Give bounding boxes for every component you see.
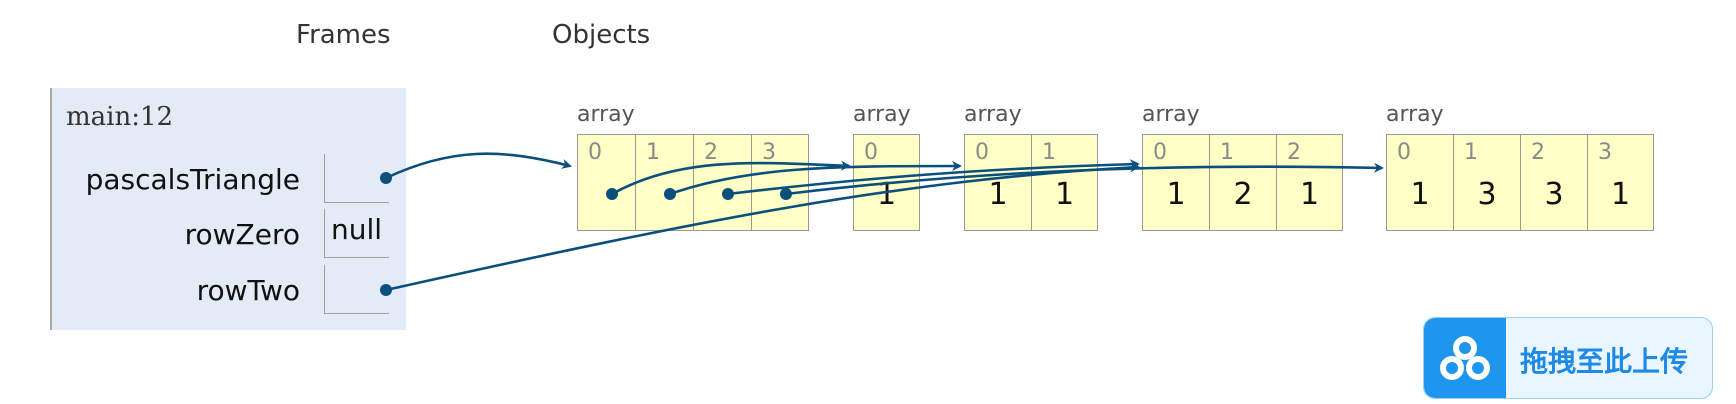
cell-index: 1 [1042,140,1056,165]
var-name-pascalsTriangle: pascalsTriangle [85,163,300,196]
cell-value: 1 [1054,177,1075,212]
array-cell: 2 [693,134,751,230]
var-slot-rowTwo [324,265,389,314]
cell-index: 2 [1287,140,1301,165]
array-outer: 0 1 2 3 [577,134,809,231]
pointer-dot [664,188,676,200]
pointer-row3 [785,162,1384,196]
pointer-dot [380,284,392,296]
array-label: array [1142,102,1200,127]
var-slot-pascalsTriangle [324,154,389,203]
var-slot-rowZero: null [324,209,389,258]
pointer-row1 [669,161,962,196]
array-label: array [1386,102,1444,127]
var-value-null: null [331,213,383,246]
pointer-dot [606,188,618,200]
cell-index: 2 [1531,140,1545,165]
cell-value: 3 [1477,177,1497,212]
pointer-dot [380,172,392,184]
array-cell: 0 [577,134,635,230]
cell-index: 1 [646,140,660,165]
cloud-share-icon [1424,318,1506,398]
var-name-rowTwo: rowTwo [196,274,300,307]
cell-index: 0 [1397,140,1411,165]
cell-index: 0 [975,140,989,165]
stack-frame-main: main:12 pascalsTriangle rowZero null row… [50,88,406,330]
cell-value: 1 [876,177,897,212]
pointer-pascalsTriangle [385,152,572,180]
upload-label: 拖拽至此上传 [1520,345,1689,378]
cell-index: 0 [1153,140,1167,165]
cell-index: 0 [588,140,602,165]
cell-index: 1 [1464,140,1478,165]
cell-value: 1 [1410,177,1430,212]
cell-value: 1 [1610,177,1631,212]
cell-value: 1 [1299,177,1320,212]
cell-index: 3 [762,140,776,165]
pointer-dot [722,188,734,200]
frames-header: Frames [296,20,391,50]
cell-index: 3 [1598,140,1612,165]
cell-index: 1 [1220,140,1234,165]
array-cell: 1 [635,134,693,230]
cell-value: 1 [988,177,1008,212]
objects-header: Objects [552,20,651,50]
var-name-rowZero: rowZero [184,218,300,251]
pointer-row2 [727,159,1140,196]
pointer-row0 [611,160,851,196]
cell-value: 2 [1233,177,1253,212]
cell-index: 0 [864,140,878,165]
array-label: array [964,102,1022,127]
array-cell: 3 [751,134,809,230]
cell-value: 1 [1166,177,1186,212]
cell-value: 3 [1544,177,1564,212]
frame-title: main:12 [66,102,174,132]
drag-upload-button[interactable]: 拖拽至此上传 [1423,317,1713,399]
cell-index: 2 [704,140,718,165]
array-label: array [577,102,635,127]
array-label: array [853,102,911,127]
pointer-dot [780,188,792,200]
pointer-rowTwo [385,162,1140,292]
